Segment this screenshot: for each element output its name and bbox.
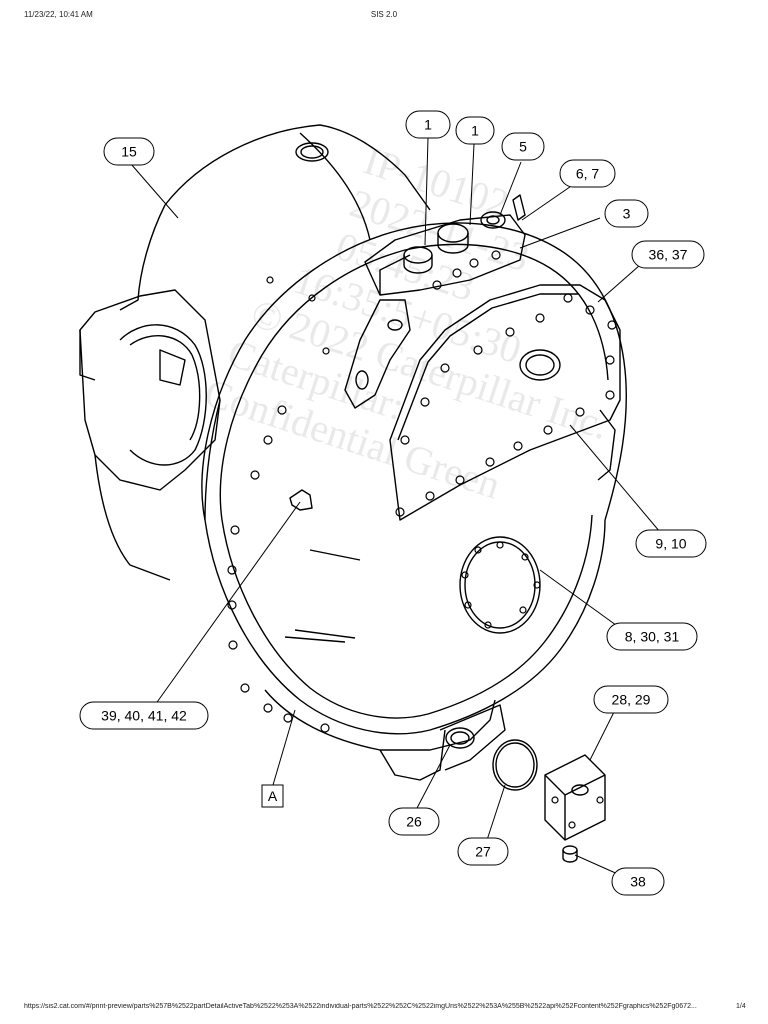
callout-label: 26 [406,814,422,830]
callout-1-second: 1 [455,116,495,145]
callout-label: 39, 40, 41, 42 [101,708,187,724]
callout-3: 3 [604,199,649,228]
callout-39-40-41-42: 39, 40, 41, 42 [79,701,209,730]
callout-label: 36, 37 [649,247,688,263]
print-url: https://sis2.cat.com/#/print-preview/par… [24,1003,697,1010]
callout-36-37: 36, 37 [631,240,705,269]
callout-label: 6, 7 [576,166,600,182]
callout-26: 26 [388,807,440,836]
leader-lines [130,137,661,876]
print-title: SIS 2.0 [370,10,398,19]
callout-label: A [268,788,278,804]
transmission-housing [79,124,627,863]
callout-label: 28, 29 [612,692,651,708]
callout-9-10: 9, 10 [635,529,707,558]
callout-label: 9, 10 [655,536,686,552]
callout-label: 27 [475,844,491,860]
callout-label: 38 [630,874,646,890]
callout-label: 8, 30, 31 [625,629,680,645]
page-number: 1/4 [736,1003,746,1010]
callout-label: 5 [519,139,527,155]
callout-6-7: 6, 7 [559,159,616,188]
callout-label: 15 [121,144,137,160]
callout-15: 15 [103,137,155,166]
callout-38: 38 [611,867,665,896]
callout-28-29: 28, 29 [593,685,669,714]
callout-A: A [261,784,284,808]
callout-1: 1 [405,110,451,139]
callout-27: 27 [457,837,509,866]
bolt-heads [227,250,617,829]
callout-8-30-31: 8, 30, 31 [606,622,698,651]
print-timestamp: 11/23/22, 10:41 AM [24,10,93,19]
callout-label: 1 [424,117,432,133]
callout-label: 1 [471,123,479,139]
callout-5: 5 [501,132,545,161]
callout-label: 3 [623,206,631,222]
